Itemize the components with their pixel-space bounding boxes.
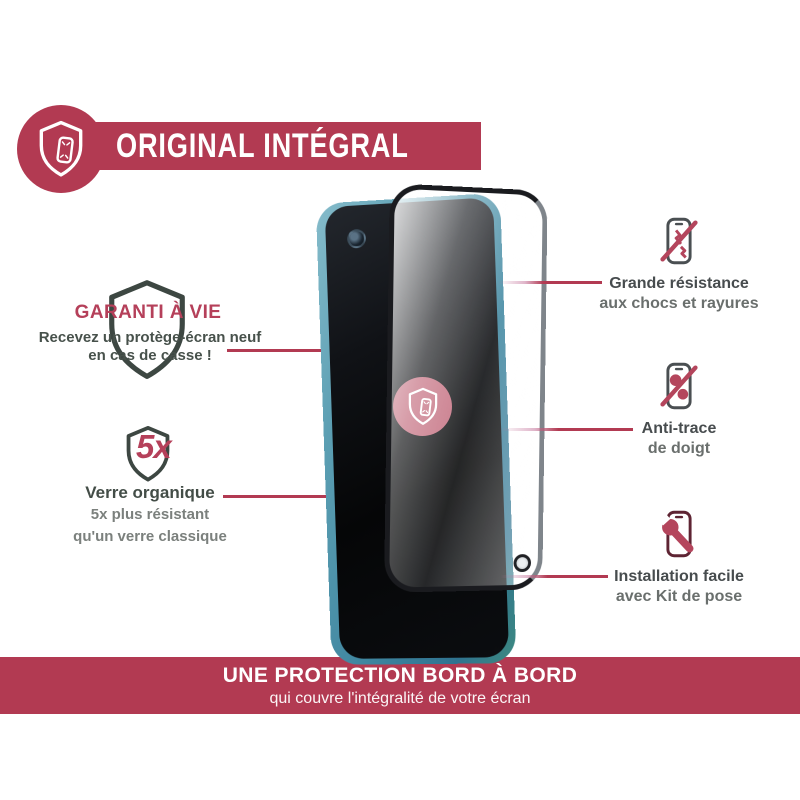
shield-outline-icon xyxy=(109,280,185,380)
organic-glass-line1: 5x plus résistant xyxy=(90,506,210,523)
warranty-text-line1: Recevez un protège-écran neuf xyxy=(38,329,262,346)
footer-subtitle: qui couvre l'intégralité de votre écran xyxy=(269,690,531,707)
callout-line-shock xyxy=(498,281,602,284)
glass-camera-hole xyxy=(513,554,532,573)
organic-glass-line2: qu'un verre classique xyxy=(73,528,227,545)
five-x-label: 5x xyxy=(136,428,172,465)
feature-easy-install: Installation facile avec Kit de pose xyxy=(589,505,769,606)
screen-protector-glass xyxy=(384,183,548,593)
warranty-title: GARANTI À VIE xyxy=(74,302,222,323)
header-band: ORIGINAL INTÉGRAL xyxy=(60,122,481,170)
footer-title: UNE PROTECTION BORD À BORD xyxy=(222,664,578,687)
no-fingerprint-phone-icon xyxy=(660,362,698,410)
callout-line-fingerprint xyxy=(500,428,633,431)
feature-install-line2: avec Kit de pose xyxy=(615,588,743,605)
no-shock-phone-icon xyxy=(660,217,698,265)
brand-badge xyxy=(17,105,105,193)
feature-fingerprint-line2: de doigt xyxy=(647,440,711,457)
feature-install-line1: Installation facile xyxy=(614,568,744,585)
organic-glass-title: Verre organique xyxy=(85,483,215,502)
page-title: ORIGINAL INTÉGRAL xyxy=(116,126,409,165)
callout-line-organic-glass xyxy=(223,495,333,498)
feature-anti-fingerprint: Anti-trace de doigt xyxy=(589,357,769,458)
warranty-text-line2: en cas de casse ! xyxy=(88,347,212,364)
shield-phone-icon xyxy=(39,120,83,177)
footer-band: UNE PROTECTION BORD À BORD qui couvre l'… xyxy=(0,657,800,714)
feature-shock-line1: Grande résistance xyxy=(609,275,749,292)
punch-hole-camera xyxy=(346,228,367,249)
feature-shock-resistance: Grande résistance aux chocs et rayures xyxy=(589,212,769,313)
callout-line-install xyxy=(500,575,608,578)
feature-fingerprint-line1: Anti-trace xyxy=(641,420,717,437)
callout-line-warranty xyxy=(227,349,333,352)
install-kit-phone-icon xyxy=(656,510,694,558)
feature-shock-line2: aux chocs et rayures xyxy=(599,295,759,312)
shield-5x-icon xyxy=(126,426,170,482)
